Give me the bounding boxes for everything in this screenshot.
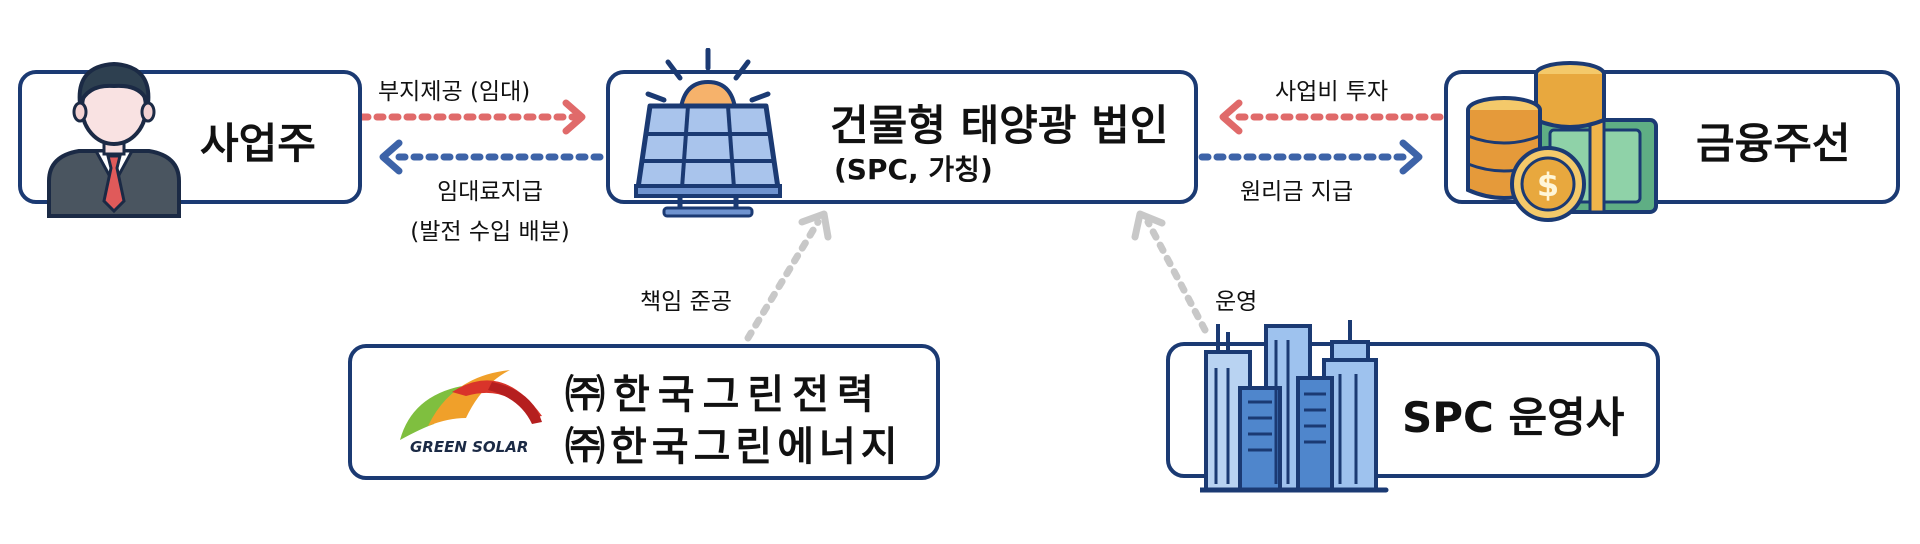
label-land-provision: 부지제공 (임대) (378, 79, 531, 105)
city-buildings-icon (1200, 320, 1389, 493)
arrow-repayment (1198, 139, 1423, 175)
finance-title: 금융주선 (1696, 119, 1851, 168)
businessman-icon (47, 61, 181, 218)
label-lease-payment-line2: (발전 수입 배분) (410, 219, 570, 245)
label-construction: 책임 준공 (640, 289, 732, 315)
arrow-land-provision (358, 99, 586, 135)
svg-text:$: $ (1537, 166, 1559, 204)
owner-title: 사업주 (200, 119, 316, 168)
arrow-investment (1219, 99, 1444, 135)
label-lease-payment: 임대료지급 (발전 수입 배분) (395, 172, 585, 246)
arrow-construction (744, 210, 832, 342)
arrow-lease-payment (379, 139, 604, 175)
logo-text: GREEN SOLAR (410, 438, 529, 456)
money-coins-icon: $ (1466, 61, 1658, 222)
label-repayment: 원리금 지급 (1240, 179, 1354, 205)
spc-title: 건물형 태양광 법인 (830, 101, 1169, 150)
label-operation: 운영 (1215, 289, 1258, 315)
spc-subtitle: (SPC, 가칭) (834, 153, 993, 186)
contractor-line1: ㈜한국그린전력 (565, 372, 882, 418)
arrow-operation (1131, 210, 1209, 334)
label-lease-payment-line1: 임대료지급 (437, 179, 543, 205)
green-solar-logo (400, 370, 542, 440)
operator-title: SPC 운영사 (1402, 393, 1625, 442)
solar-panel-icon (634, 48, 782, 218)
contractor-line2: ㈜한국그린에너지 (565, 424, 903, 470)
label-investment: 사업비 투자 (1275, 79, 1389, 105)
